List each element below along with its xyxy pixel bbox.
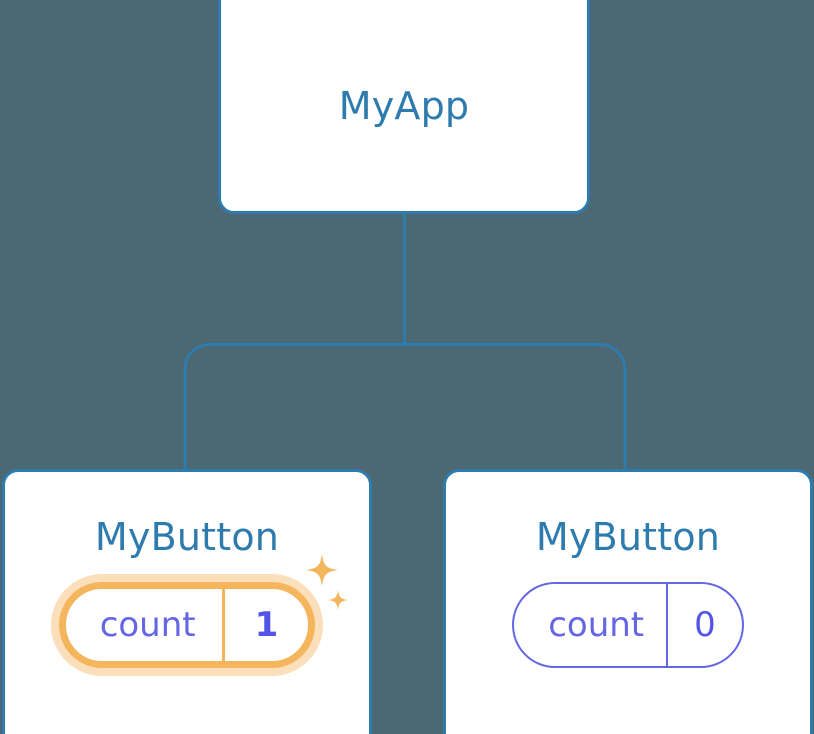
node-title: MyButton — [94, 515, 280, 559]
state-pill-wrapper: count 0 — [512, 582, 744, 668]
state-pill-active[interactable]: count 1 — [58, 582, 316, 668]
state-value: 1 — [254, 605, 279, 645]
node-title: MyApp — [338, 84, 470, 128]
state-key: count — [514, 584, 669, 666]
connector-branch-left — [183, 343, 405, 470]
state-key: count — [66, 589, 225, 661]
state-value: 0 — [694, 605, 716, 645]
node-myapp[interactable]: MyApp — [218, 0, 590, 214]
node-mybutton-1[interactable]: MyButton count 0 — [443, 469, 813, 734]
node-title: MyButton — [535, 515, 721, 559]
state-pill[interactable]: count 0 — [512, 582, 744, 668]
state-pill-wrapper: count 1 — [58, 554, 349, 668]
connector-branch-right — [404, 343, 627, 470]
node-mybutton-0[interactable]: MyButton count 1 — [2, 469, 372, 734]
